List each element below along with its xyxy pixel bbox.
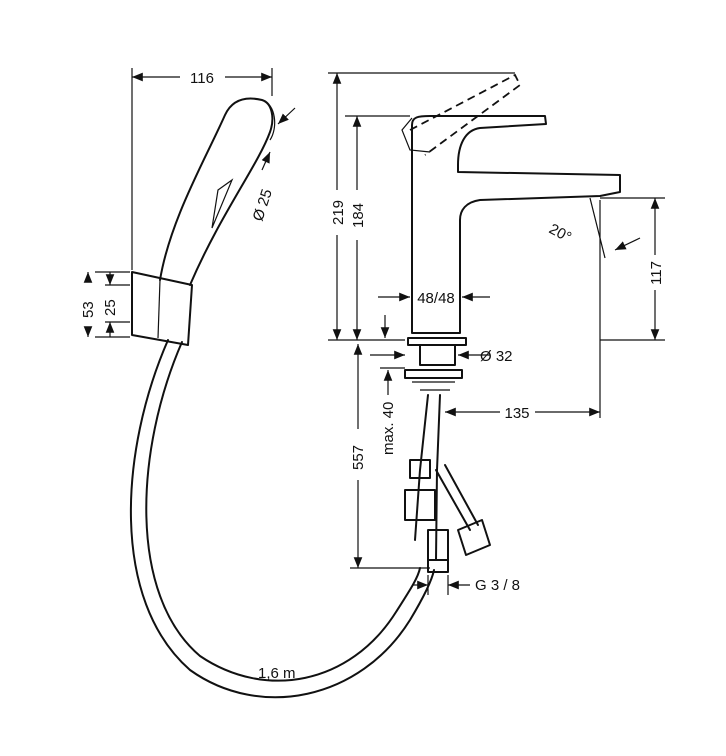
dim-body-diameter: 48/48: [417, 290, 455, 307]
dim-holder-inner: 25: [102, 299, 119, 316]
dim-holder-height: 53: [80, 301, 97, 318]
hose: [130, 339, 435, 699]
dim-nozzle-diameter: Ø 25: [250, 187, 276, 223]
dim-connection: G 3 / 8: [475, 577, 520, 594]
dim-max-thickness: max. 40: [380, 402, 397, 455]
dim-hose-length-below: 557: [350, 445, 367, 470]
dim-hose-length: 1,6 m: [258, 665, 296, 682]
dim-spout-angle: 20°: [546, 221, 574, 247]
dim-total-height: 219: [330, 200, 347, 225]
dim-projection: 135: [504, 405, 529, 422]
dim-body-height: 184: [350, 203, 367, 228]
faucet: [401, 73, 621, 573]
dim-outlet-height: 117: [648, 261, 665, 285]
dim-thread-diameter: Ø 32: [480, 348, 513, 365]
dim-handshower-width: 116: [190, 70, 214, 87]
hand-shower: [131, 97, 276, 346]
dimension-lines: [83, 68, 665, 595]
